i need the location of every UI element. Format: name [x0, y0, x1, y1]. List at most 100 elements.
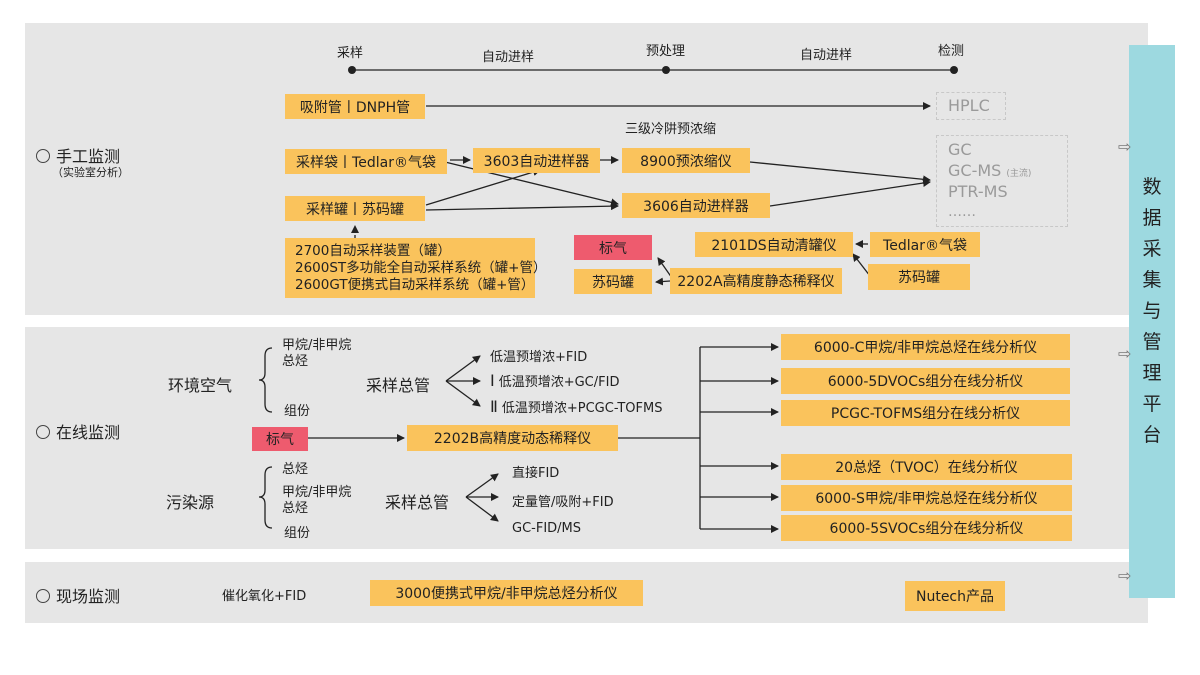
- section-manual-label: 手工监测: [56, 147, 121, 166]
- ambient-air-label: 环境空气: [168, 376, 233, 395]
- hollow-arrow-icon: ⇨: [1118, 344, 1132, 363]
- section-online-label: 在线监测: [56, 423, 121, 442]
- roman-numeral-2: Ⅱ: [490, 397, 498, 416]
- platform-char: 管: [1142, 331, 1162, 353]
- source-fan-1: [465, 473, 499, 498]
- gcms-label: GC-MS (主流): [948, 161, 1031, 180]
- platform-char: 集: [1142, 269, 1162, 291]
- timeline-dot: [950, 66, 958, 74]
- std-gas-box: 标气: [574, 235, 652, 260]
- ambient-pipe-label: 采样总管: [366, 376, 431, 395]
- analyzer-6000c-box: 6000-C甲烷/非甲烷总烃在线分析仪: [781, 334, 1070, 360]
- precon-8900-box: 8900预浓缩仪: [622, 148, 750, 173]
- auto-sampler-list-box: 2700自动采样装置（罐） 2600ST多功能全自动采样系统（罐+管） 2600…: [285, 238, 546, 298]
- platform-char: 与: [1142, 300, 1162, 322]
- hplc-label: HPLC: [948, 96, 990, 115]
- platform-char: 理: [1142, 362, 1162, 384]
- 3606-to-gc: [769, 179, 931, 207]
- ambient-item: 总烃: [282, 354, 309, 369]
- field-method-label: 催化氧化+FID: [222, 589, 307, 604]
- pollution-source-label: 污染源: [166, 493, 215, 512]
- source-method: 定量管/吸附+FID: [512, 495, 614, 510]
- timeline-stage-detect: 检测: [938, 44, 965, 59]
- section-online: 在线监测: [36, 419, 120, 443]
- sample-bag-box: 采样袋丨Tedlar®气袋: [285, 149, 447, 174]
- 2202a-to-suma: [655, 277, 671, 286]
- auto-sampler-item: 2600ST多功能全自动采样系统（罐+管）: [295, 259, 547, 276]
- timeline-step-autoinject: 自动进样: [800, 48, 853, 63]
- analyzer-6000-5d-box: 6000-5DVOCs组分在线分析仪: [781, 368, 1070, 394]
- ambient-fan-1: [445, 355, 481, 382]
- bullet-circle-icon: [36, 589, 50, 603]
- can-to-3606: [425, 202, 619, 211]
- hplc-box: [936, 92, 1006, 120]
- timeline-dot: [348, 66, 356, 74]
- platform-char: 数: [1142, 176, 1162, 198]
- bullet-circle-icon: [36, 149, 50, 163]
- source-item: 甲烷/非甲烷: [282, 485, 352, 500]
- suma-to-2101: [852, 253, 871, 277]
- analyzer-3000-box: 3000便携式甲烷/非甲烷总烃分析仪: [370, 580, 643, 606]
- auto-sampler-item: 2600GT便携式自动采样系统（罐+管）: [295, 276, 535, 293]
- timeline-stage-pretreat: 预处理: [646, 44, 686, 59]
- timeline-step-autoinject: 自动进样: [482, 50, 535, 65]
- hollow-arrow-icon: ⇨: [1118, 566, 1132, 585]
- gc-group-box: [936, 135, 1068, 227]
- analyzer-6000s-box: 6000-S甲烷/非甲烷总烃在线分析仪: [781, 485, 1072, 511]
- platform-char: 台: [1142, 424, 1162, 446]
- section-field: 现场监测: [36, 583, 120, 607]
- ellipsis-label: ……: [948, 204, 976, 220]
- analyzer-pcgc-box: PCGC-TOFMS组分在线分析仪: [781, 400, 1070, 426]
- diluter-2202b-box: 2202B高精度动态稀释仪: [407, 425, 618, 451]
- section-manual-sub: （实验室分析）: [52, 166, 129, 179]
- canister-box: 采样罐丨苏码罐: [285, 196, 425, 221]
- roman-numeral-1: Ⅰ: [490, 371, 495, 390]
- online-std-gas-box: 标气: [252, 427, 308, 451]
- ambient-item: 组份: [284, 404, 311, 419]
- section-field-label: 现场监测: [56, 587, 121, 606]
- analyzer-20tvoc-box: 20总烃（TVOC）在线分析仪: [781, 454, 1072, 480]
- platform-char: 据: [1142, 207, 1162, 229]
- source-brace: [258, 466, 273, 529]
- section-manual: 手工监测: [36, 143, 120, 167]
- platform-bar: [1129, 45, 1175, 598]
- source-item: 组份: [284, 526, 311, 541]
- gcms-text: GC-MS: [948, 161, 1002, 180]
- ambient-method: 低温预增浓+PCGC-TOFMS: [501, 401, 663, 416]
- stdgas-to-2202a: [657, 257, 673, 279]
- gcms-note: (主流): [1006, 169, 1032, 179]
- bullet-circle-icon: [36, 425, 50, 439]
- ambient-method: 低温预增浓+FID: [490, 350, 588, 365]
- diluter-2202a-box: 2202A高精度静态稀释仪: [670, 268, 842, 294]
- sampler-3603-box: 3603自动进样器: [473, 148, 600, 173]
- cleaner-2101-box: 2101DS自动清罐仪: [695, 232, 853, 257]
- sampler-3606-box: 3606自动进样器: [622, 193, 770, 218]
- source-item: 总烃: [282, 501, 309, 516]
- ptrms-label: PTR-MS: [948, 182, 1008, 201]
- source-fan-3: [465, 496, 499, 522]
- adsorb-tube-box: 吸附管丨DNPH管: [285, 94, 425, 119]
- timeline-stage-sampling: 采样: [337, 46, 364, 61]
- suma-can-left-box: 苏码罐: [574, 269, 652, 294]
- timeline-dot: [662, 66, 670, 74]
- ambient-method: 低温预增浓+GC/FID: [498, 375, 620, 390]
- source-item: 总烃: [282, 462, 309, 477]
- source-method: 直接FID: [512, 466, 560, 481]
- ambient-fan-3: [445, 380, 481, 407]
- platform-char: 平: [1142, 393, 1162, 415]
- ambient-brace: [258, 347, 273, 413]
- auto-sampler-item: 2700自动采样装置（罐）: [295, 242, 451, 259]
- source-pipe-label: 采样总管: [385, 493, 450, 512]
- platform-char: 采: [1142, 238, 1162, 260]
- suma-can-right-box: 苏码罐: [868, 264, 970, 290]
- source-method: GC-FID/MS: [512, 521, 582, 536]
- tedlar-bag-box: Tedlar®气袋: [870, 232, 980, 257]
- nutech-legend-box: Nutech产品: [905, 581, 1005, 611]
- can-to-3603: [425, 168, 541, 206]
- hollow-arrow-icon: ⇨: [1118, 137, 1132, 156]
- gc-label: GC: [948, 140, 972, 159]
- ambient-item: 甲烷/非甲烷: [282, 338, 352, 353]
